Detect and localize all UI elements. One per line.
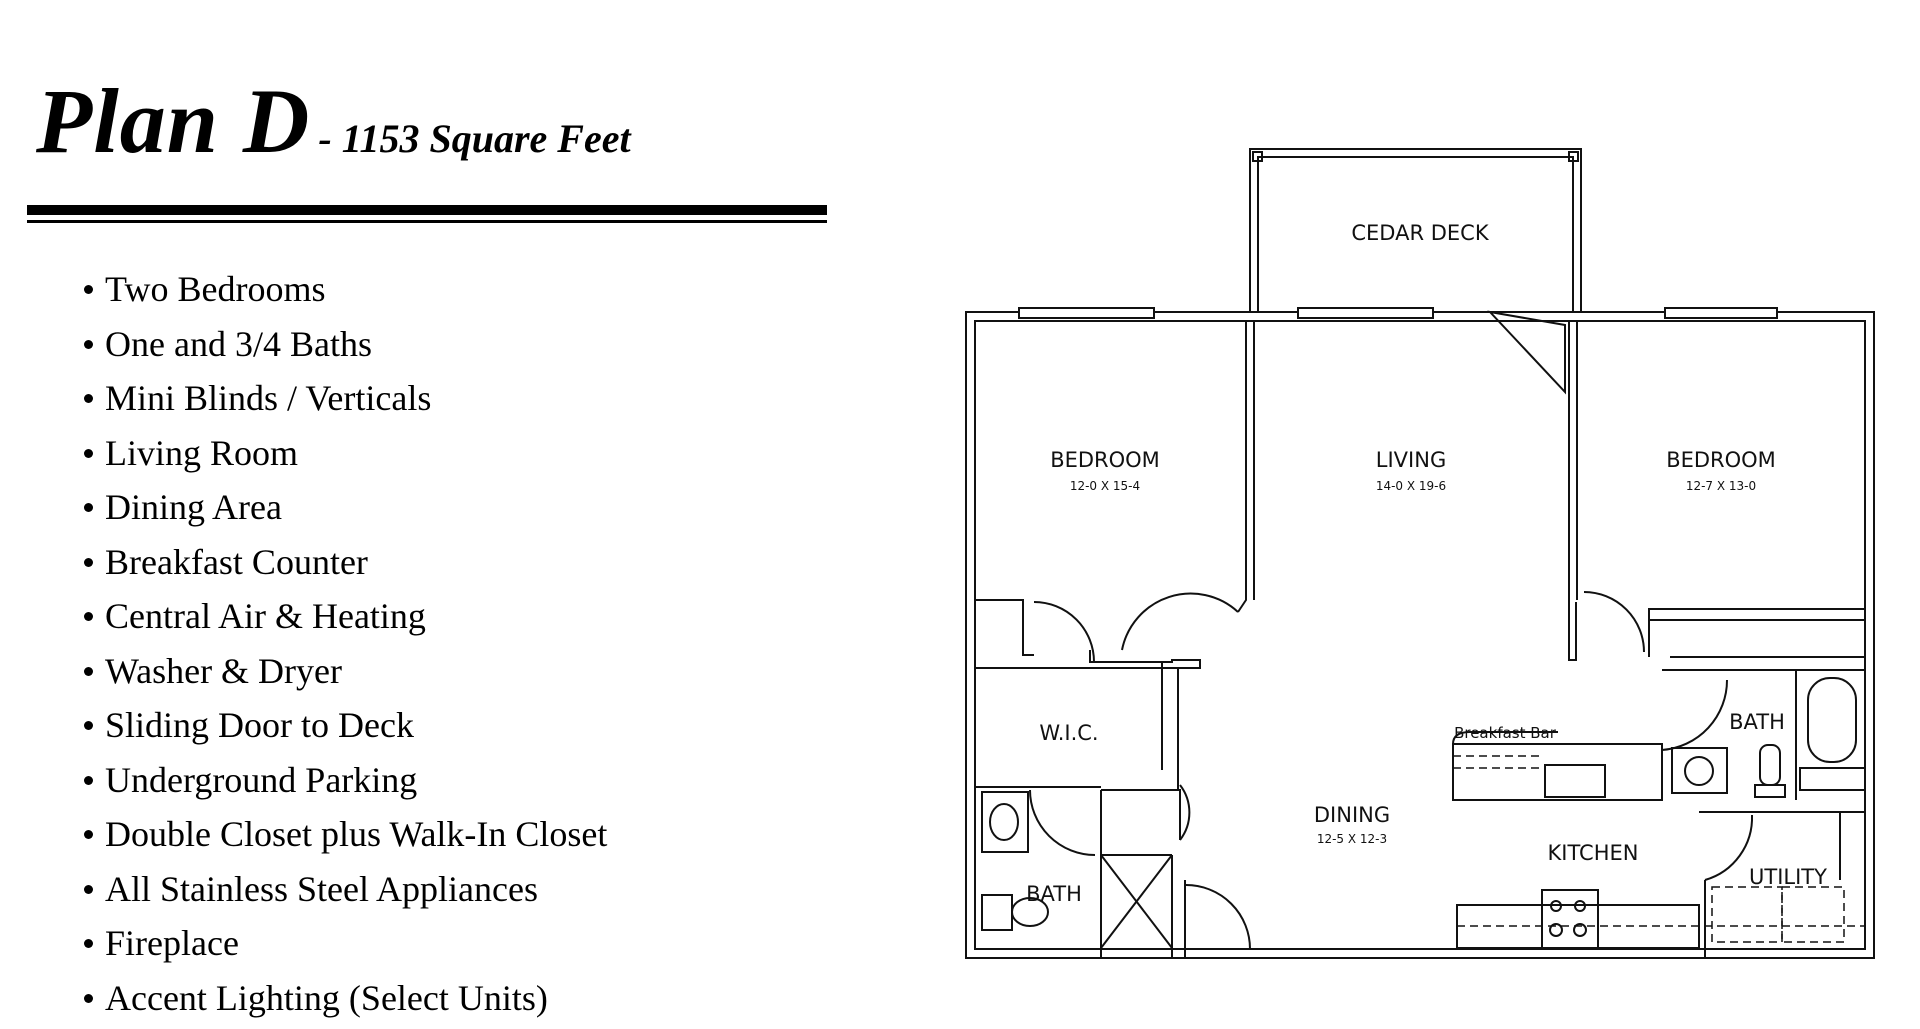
feature-item: Accent Lighting (Select Units) xyxy=(84,971,607,1026)
bullet-icon xyxy=(84,448,93,458)
bullet-icon xyxy=(84,666,93,676)
title-divider-thick xyxy=(27,205,827,215)
exterior-walls xyxy=(965,307,1875,959)
feature-text: Living Room xyxy=(105,432,299,473)
bullet-icon xyxy=(84,339,93,349)
feature-text: Mini Blinds / Verticals xyxy=(105,378,432,418)
bullet-icon xyxy=(84,394,93,404)
feature-text: Two Bedrooms xyxy=(105,269,326,309)
label-breakfast-bar: Breakfast Bar xyxy=(1454,724,1557,742)
label-wic: W.I.C. xyxy=(1039,721,1098,745)
dim-bedroom-right: 12-7 X 13-0 xyxy=(1686,479,1756,493)
feature-item: Underground Parking xyxy=(84,753,607,808)
bullet-icon xyxy=(84,884,93,894)
dim-bedroom-left: 12-0 X 15-4 xyxy=(1070,479,1140,493)
feature-item: Washer & Dryer xyxy=(84,644,607,699)
feature-text: Underground Parking xyxy=(105,759,418,800)
dim-living: 14-0 X 19-6 xyxy=(1376,479,1446,493)
bullet-icon xyxy=(84,775,93,785)
label-bath-right: BATH xyxy=(1729,710,1785,734)
plan-name: Plan D xyxy=(36,70,311,172)
feature-item: All Stainless Steel Appliances xyxy=(84,862,607,917)
label-living: LIVING xyxy=(1376,448,1446,472)
bullet-icon xyxy=(84,993,93,1003)
feature-item: One and 3/4 Baths xyxy=(84,317,607,372)
feature-item: Fireplace xyxy=(84,916,607,971)
label-utility: UTILITY xyxy=(1749,865,1827,889)
feature-text: Washer & Dryer xyxy=(105,650,343,691)
bullet-icon xyxy=(84,557,93,567)
label-cedar-deck: CEDAR DECK xyxy=(1351,221,1489,245)
feature-item: Sliding Door to Deck xyxy=(84,698,607,753)
label-bedroom-right: BEDROOM xyxy=(1666,448,1776,472)
label-kitchen: KITCHEN xyxy=(1548,841,1639,865)
label-bath-left: BATH xyxy=(1026,882,1082,906)
door-swings xyxy=(1029,591,1754,950)
feature-item: Living Room xyxy=(84,426,607,481)
plan-square-footage: - 1153 Square Feet xyxy=(318,116,631,161)
feature-item: Double Closet plus Walk-In Closet xyxy=(84,807,607,862)
label-dining: DINING xyxy=(1314,803,1390,827)
label-bedroom-left: BEDROOM xyxy=(1050,448,1160,472)
bullet-icon xyxy=(84,503,93,513)
feature-text: Dining Area xyxy=(105,487,282,527)
interior-walls xyxy=(975,310,1866,958)
feature-text: All Stainless Steel Appliances xyxy=(105,868,538,909)
feature-item: Breakfast Counter xyxy=(84,535,607,590)
feature-list: Two Bedrooms One and 3/4 Baths Mini Blin… xyxy=(84,262,607,1025)
bullet-icon xyxy=(84,285,93,295)
feature-text: Breakfast Counter xyxy=(105,541,368,582)
feature-text: Double Closet plus Walk-In Closet xyxy=(105,814,608,854)
bullet-icon xyxy=(84,939,93,949)
bullet-icon xyxy=(84,830,93,840)
feature-text: Central Air & Heating xyxy=(105,596,426,636)
feature-item: Two Bedrooms xyxy=(84,262,607,317)
feature-text: Fireplace xyxy=(105,923,239,963)
title-divider-thin xyxy=(27,220,827,223)
feature-item: Mini Blinds / Verticals xyxy=(84,371,607,426)
dim-dining: 12-5 X 12-3 xyxy=(1317,832,1387,846)
bullet-icon xyxy=(84,721,93,731)
bullet-icon xyxy=(84,612,93,622)
feature-text: Accent Lighting (Select Units) xyxy=(105,977,548,1018)
feature-item: Dining Area xyxy=(84,480,607,535)
feature-text: One and 3/4 Baths xyxy=(105,323,372,364)
page-title: Plan D - 1153 Square Feet xyxy=(36,68,631,174)
feature-text: Sliding Door to Deck xyxy=(105,705,414,745)
feature-item: Central Air & Heating xyxy=(84,589,607,644)
